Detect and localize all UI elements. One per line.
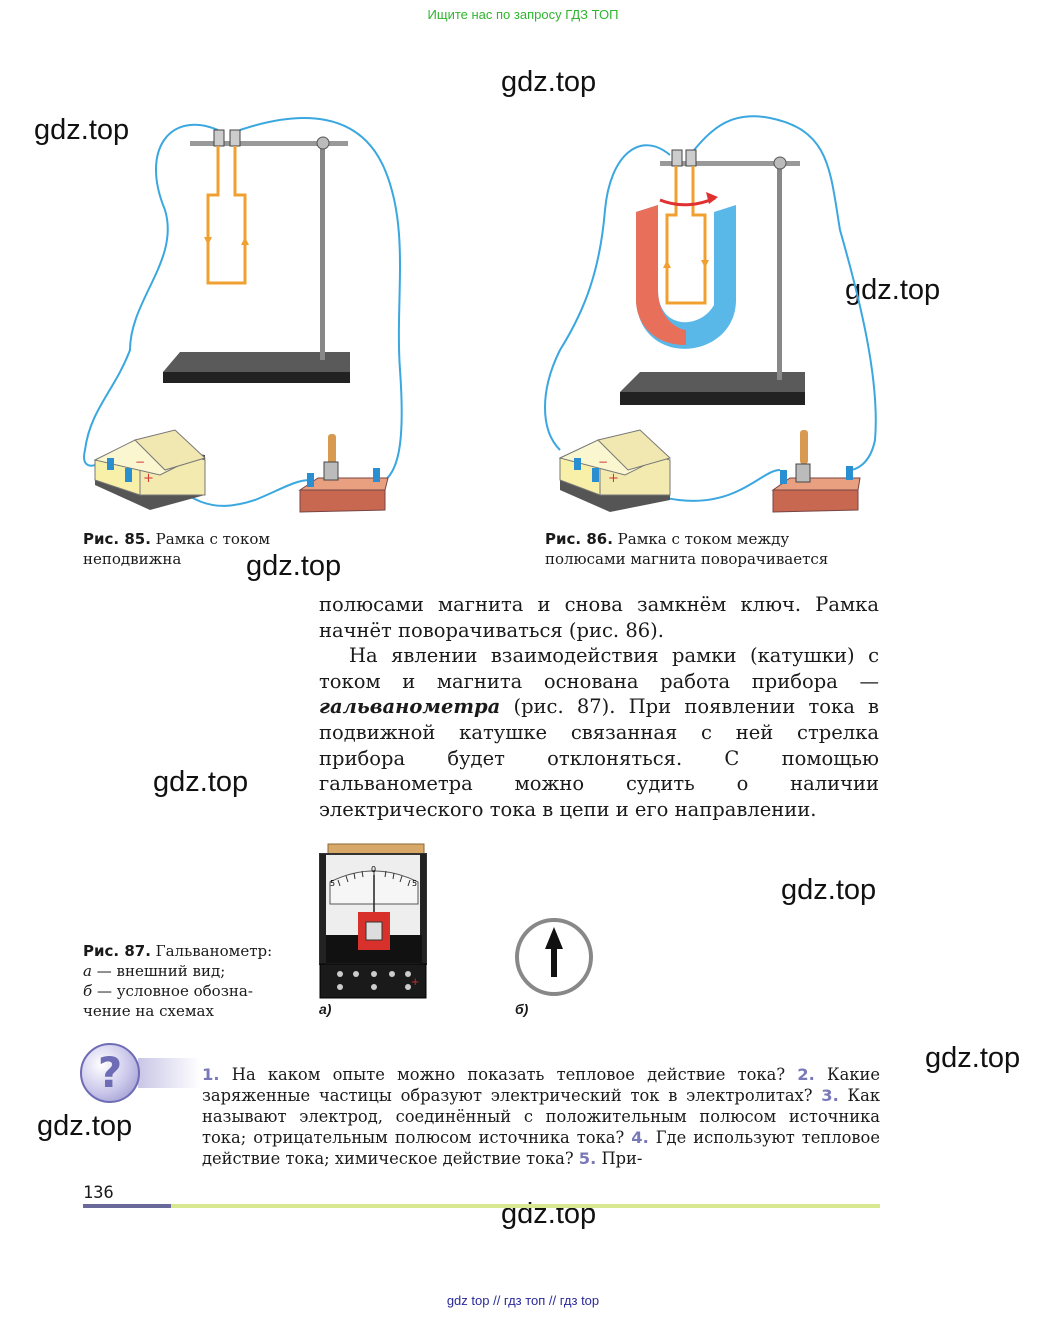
galvanometer-device-illustration: 5 0 5 + [319,843,427,999]
caption-fig87-b-letter: б [83,982,93,1000]
watermark: gdz.top [34,114,130,146]
body-paragraph-1: полюсами магнита и снова замкнём ключ. Р… [319,593,879,642]
caption-fig86-line1: Рамка с током между [617,530,790,548]
watermark: gdz.top [925,1042,1021,1074]
caption-fig85-number: Рис. 85. [83,530,151,548]
top-banner[interactable]: Ищите нас по запросу ГДЗ ТОП [427,7,619,22]
caption-fig87-number: Рис. 87. [83,942,151,960]
questions-band [138,1058,200,1088]
body-p2-end: (рис. 87). При появлении тока в подвижно… [319,695,879,821]
body-p2-start: На явлении взаимодействия рамки (катушки… [319,644,879,693]
question-5-number: 5. [578,1149,597,1168]
figure-87-label-a: а) [319,1001,332,1017]
footer-links[interactable]: gdz top // гдз топ // гдз top [446,1293,600,1308]
caption-fig87-b-text2: чение на схемах [83,1002,214,1020]
question-mark-icon: ? [80,1043,140,1103]
svg-text:+: + [608,471,619,486]
question-1-text: На каком опыте можно показать тепловое д… [219,1065,798,1084]
figure-87-label-b: б) [515,1001,529,1017]
watermark: gdz.top [781,874,877,906]
galvanometer-scale-zero: 0 [371,865,376,874]
watermark: gdz.top [37,1110,133,1142]
caption-fig87-a-letter: а [83,962,92,980]
caption-fig87-a-text: — внешний вид; [96,962,226,980]
caption-fig86-number: Рис. 86. [545,530,613,548]
watermark: gdz.top [246,550,342,582]
question-1-number: 1. [202,1065,220,1084]
figure-85-illustration: − + [83,117,403,513]
question-4-number: 4. [631,1128,649,1147]
watermark: gdz.top [501,1198,597,1230]
caption-fig86: Рис. 86. Рамка с током между полюсами ма… [545,529,828,569]
question-3-text: Как называют электрод, соединённый с пол… [202,1086,880,1147]
watermark: gdz.top [845,274,941,306]
svg-text:+: + [143,471,154,486]
galvanometer-scale-right: 5 [412,879,417,888]
svg-text:−: − [598,455,608,469]
caption-fig87-title: Гальванометр: [155,942,273,960]
question-4-text: Где используют тепловое действие тока; х… [202,1128,880,1168]
question-2-text: Какие заряженные частицы образуют электр… [202,1065,880,1105]
question-2-number: 2. [797,1065,815,1084]
body-paragraph-2: На явлении взаимодействия рамки (катушки… [319,643,879,822]
galvanometer-symbol-illustration [515,918,593,996]
question-3-number: 3. [821,1086,839,1105]
caption-fig85-line2: неподвижна [83,550,182,568]
figure-86-illustration: − + [544,115,877,513]
svg-text:+: + [411,977,419,988]
caption-fig87-b-text: — условное обозна- [96,982,253,1000]
svg-text:−: − [135,455,145,469]
watermark: gdz.top [501,66,597,98]
caption-fig86-line2: полюсами магнита поворачивается [545,550,829,568]
footer-rule-purple [83,1204,171,1208]
caption-fig85: Рис. 85. Рамка с током неподвижна [83,529,270,569]
footer-rule-green [171,1204,880,1208]
body-text: полюсами магнита и снова замкнём ключ. Р… [319,592,879,822]
questions-text: 1. На каком опыте можно показать теплово… [202,1064,880,1169]
term-galvanometer: гальванометра [319,695,501,719]
caption-fig87: Рис. 87. Гальванометр: а — внешний вид; … [83,941,272,1021]
caption-fig85-line1: Рамка с током [155,530,271,548]
watermark: gdz.top [153,766,249,798]
page-number: 136 [83,1183,114,1203]
question-5-text: При- [596,1149,643,1168]
galvanometer-scale-left: 5 [330,879,335,888]
